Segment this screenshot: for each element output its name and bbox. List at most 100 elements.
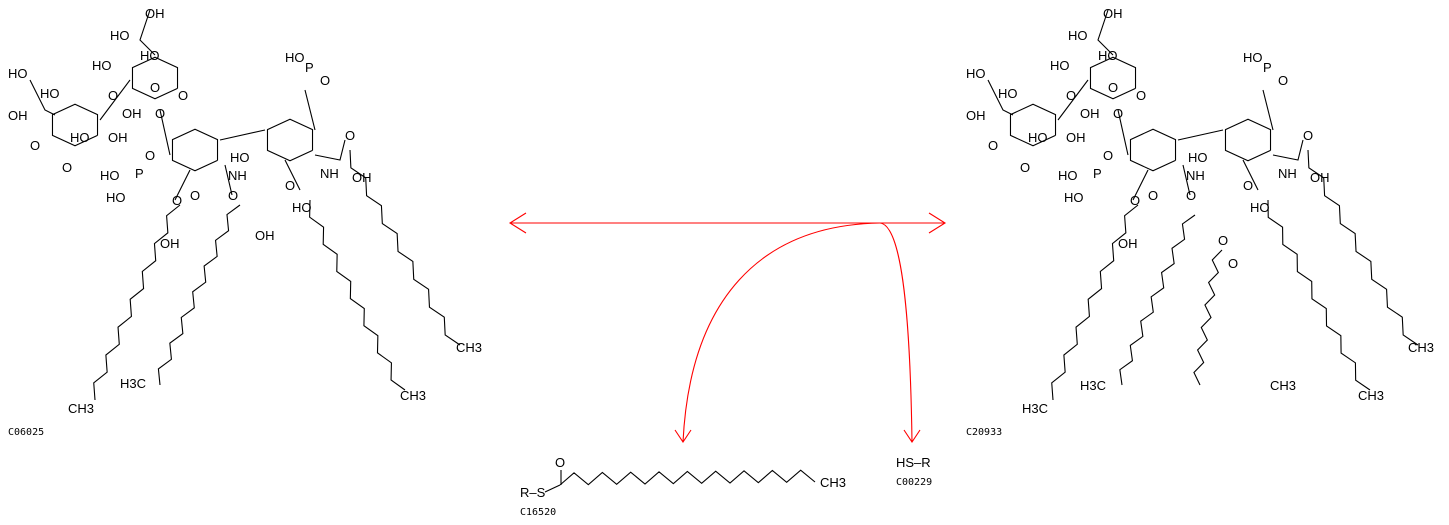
arrowhead-down-icon [903,429,921,443]
C20933-atom-label: HO [1098,48,1118,63]
C06025-chain [157,204,241,386]
C06025-atom-label: O [145,148,155,163]
C20933-chain [1307,149,1419,346]
C06025-atom-label: OH [122,106,142,121]
structure-bonds [29,9,1419,493]
C20933-bond [1177,129,1224,141]
C20933-ring [1129,128,1177,172]
C20933-atom-label: OH [966,108,986,123]
compound-id-C20933[interactable]: C20933 [966,427,1002,438]
C20933-bond [987,79,1014,116]
arrowhead-right-icon [928,212,947,234]
C06025-bond [159,109,171,156]
C06025-bond [29,79,56,116]
arrowhead-down-icon [674,429,692,443]
reaction-arrows [508,212,947,443]
C06025-atom-label: OH [352,170,372,185]
C06025-atom-label: HO [8,66,28,81]
C20933-atom-label: HO [1050,58,1070,73]
C20933-atom-label: O [1113,106,1123,121]
C20933-atom-label: OH [1066,130,1086,145]
C20933-atom-label: O [1278,73,1288,88]
C20933-atom-label: OH [1310,170,1330,185]
C06025-bond [284,159,301,191]
C16520-atom-label: CH3 [820,475,846,490]
C20933-atom-label: HO [1188,150,1208,165]
C06025-bond [304,89,316,131]
C06025-atom-label: O [150,80,160,95]
C20933-ring [1224,118,1272,162]
C20933-atom-label: HO [1068,28,1088,43]
C06025-atom-label: NH [228,168,247,183]
C06025-chain [93,204,181,401]
C06025-atom-label: CH3 [400,388,426,403]
C16520-atom-label: R–S [520,485,546,500]
C20933-atom-label: O [1130,193,1140,208]
C06025-atom-label: O [62,160,72,175]
C20933-atom-label: NH [1186,168,1205,183]
C06025-atom-label: HO [70,130,90,145]
C20933-bond [1242,159,1259,191]
C20933-atom-label: O [1103,148,1113,163]
C20933-atom-label: HO [998,86,1018,101]
compound-id-C00229[interactable]: C00229 [896,477,932,488]
C20933-atom-label: HO [1064,190,1084,205]
compound-id-C16520[interactable]: C16520 [520,507,556,518]
C20933-atom-label: P [1263,60,1272,75]
C06025-bond [314,139,346,161]
C06025-bond [99,79,131,121]
C06025-atom-label: O [30,138,40,153]
C06025-atom-label: OH [8,108,28,123]
compound-id-C06025[interactable]: C06025 [8,427,44,438]
C06025-atom-label: HO [110,28,130,43]
C06025-atom-label: H3C [120,376,146,391]
C20933-atom-label: H3C [1022,401,1048,416]
C20933-atom-label: OH [1080,106,1100,121]
C20933-ring [1009,103,1057,147]
C20933-atom-label: HO [1058,168,1078,183]
C20933-atom-label: O [1136,88,1146,103]
C06025-atom-label: HO [106,190,126,205]
C20933-bond [1057,79,1089,121]
C06025-atom-label: O [345,128,355,143]
C20933-bond [1182,164,1191,196]
C06025-atom-label: P [305,60,314,75]
C06025-atom-label: OH [145,6,165,21]
C20933-atom-label: HO [1250,200,1270,215]
C20933-ring [1089,56,1137,100]
C06025-atom-label: HO [100,168,120,183]
C06025-atom-label: O [228,188,238,203]
C20933-atom-label: O [988,138,998,153]
C06025-bond [224,164,233,196]
C06025-atom-label: O [178,88,188,103]
C20933-chain [1051,204,1139,401]
C20933-atom-label: HO [1243,50,1263,65]
C06025-atom-label: O [285,178,295,193]
C20933-atom-label: O [1243,178,1253,193]
C06025-atom-label: NH [320,166,339,181]
C06025-atom-label: P [135,166,144,181]
C20933-chain [1119,214,1196,386]
C06025-ring [266,118,314,162]
C20933-bond [1272,139,1304,161]
C20933-atom-label: CH3 [1270,378,1296,393]
C06025-chain [309,199,406,391]
C20933-bond [1097,9,1114,56]
C20933-bond [1132,169,1149,201]
C06025-atom-label: O [108,88,118,103]
C06025-atom-label: CH3 [68,401,94,416]
C16520-atom-label: O [555,455,565,470]
C20933-atom-label: O [1066,88,1076,103]
arrowhead-left-icon [508,212,527,234]
C20933-atom-label: O [1228,256,1238,271]
C06025-bond [219,129,266,141]
C20933-atom-label: O [1303,128,1313,143]
C06025-atom-label: HO [292,200,312,215]
C06025-atom-label: HO [285,50,305,65]
C06025-atom-label: O [172,193,182,208]
C16520-chain [559,469,816,486]
C20933-atom-label: O [1218,233,1228,248]
C06025-atom-label: OH [255,228,275,243]
